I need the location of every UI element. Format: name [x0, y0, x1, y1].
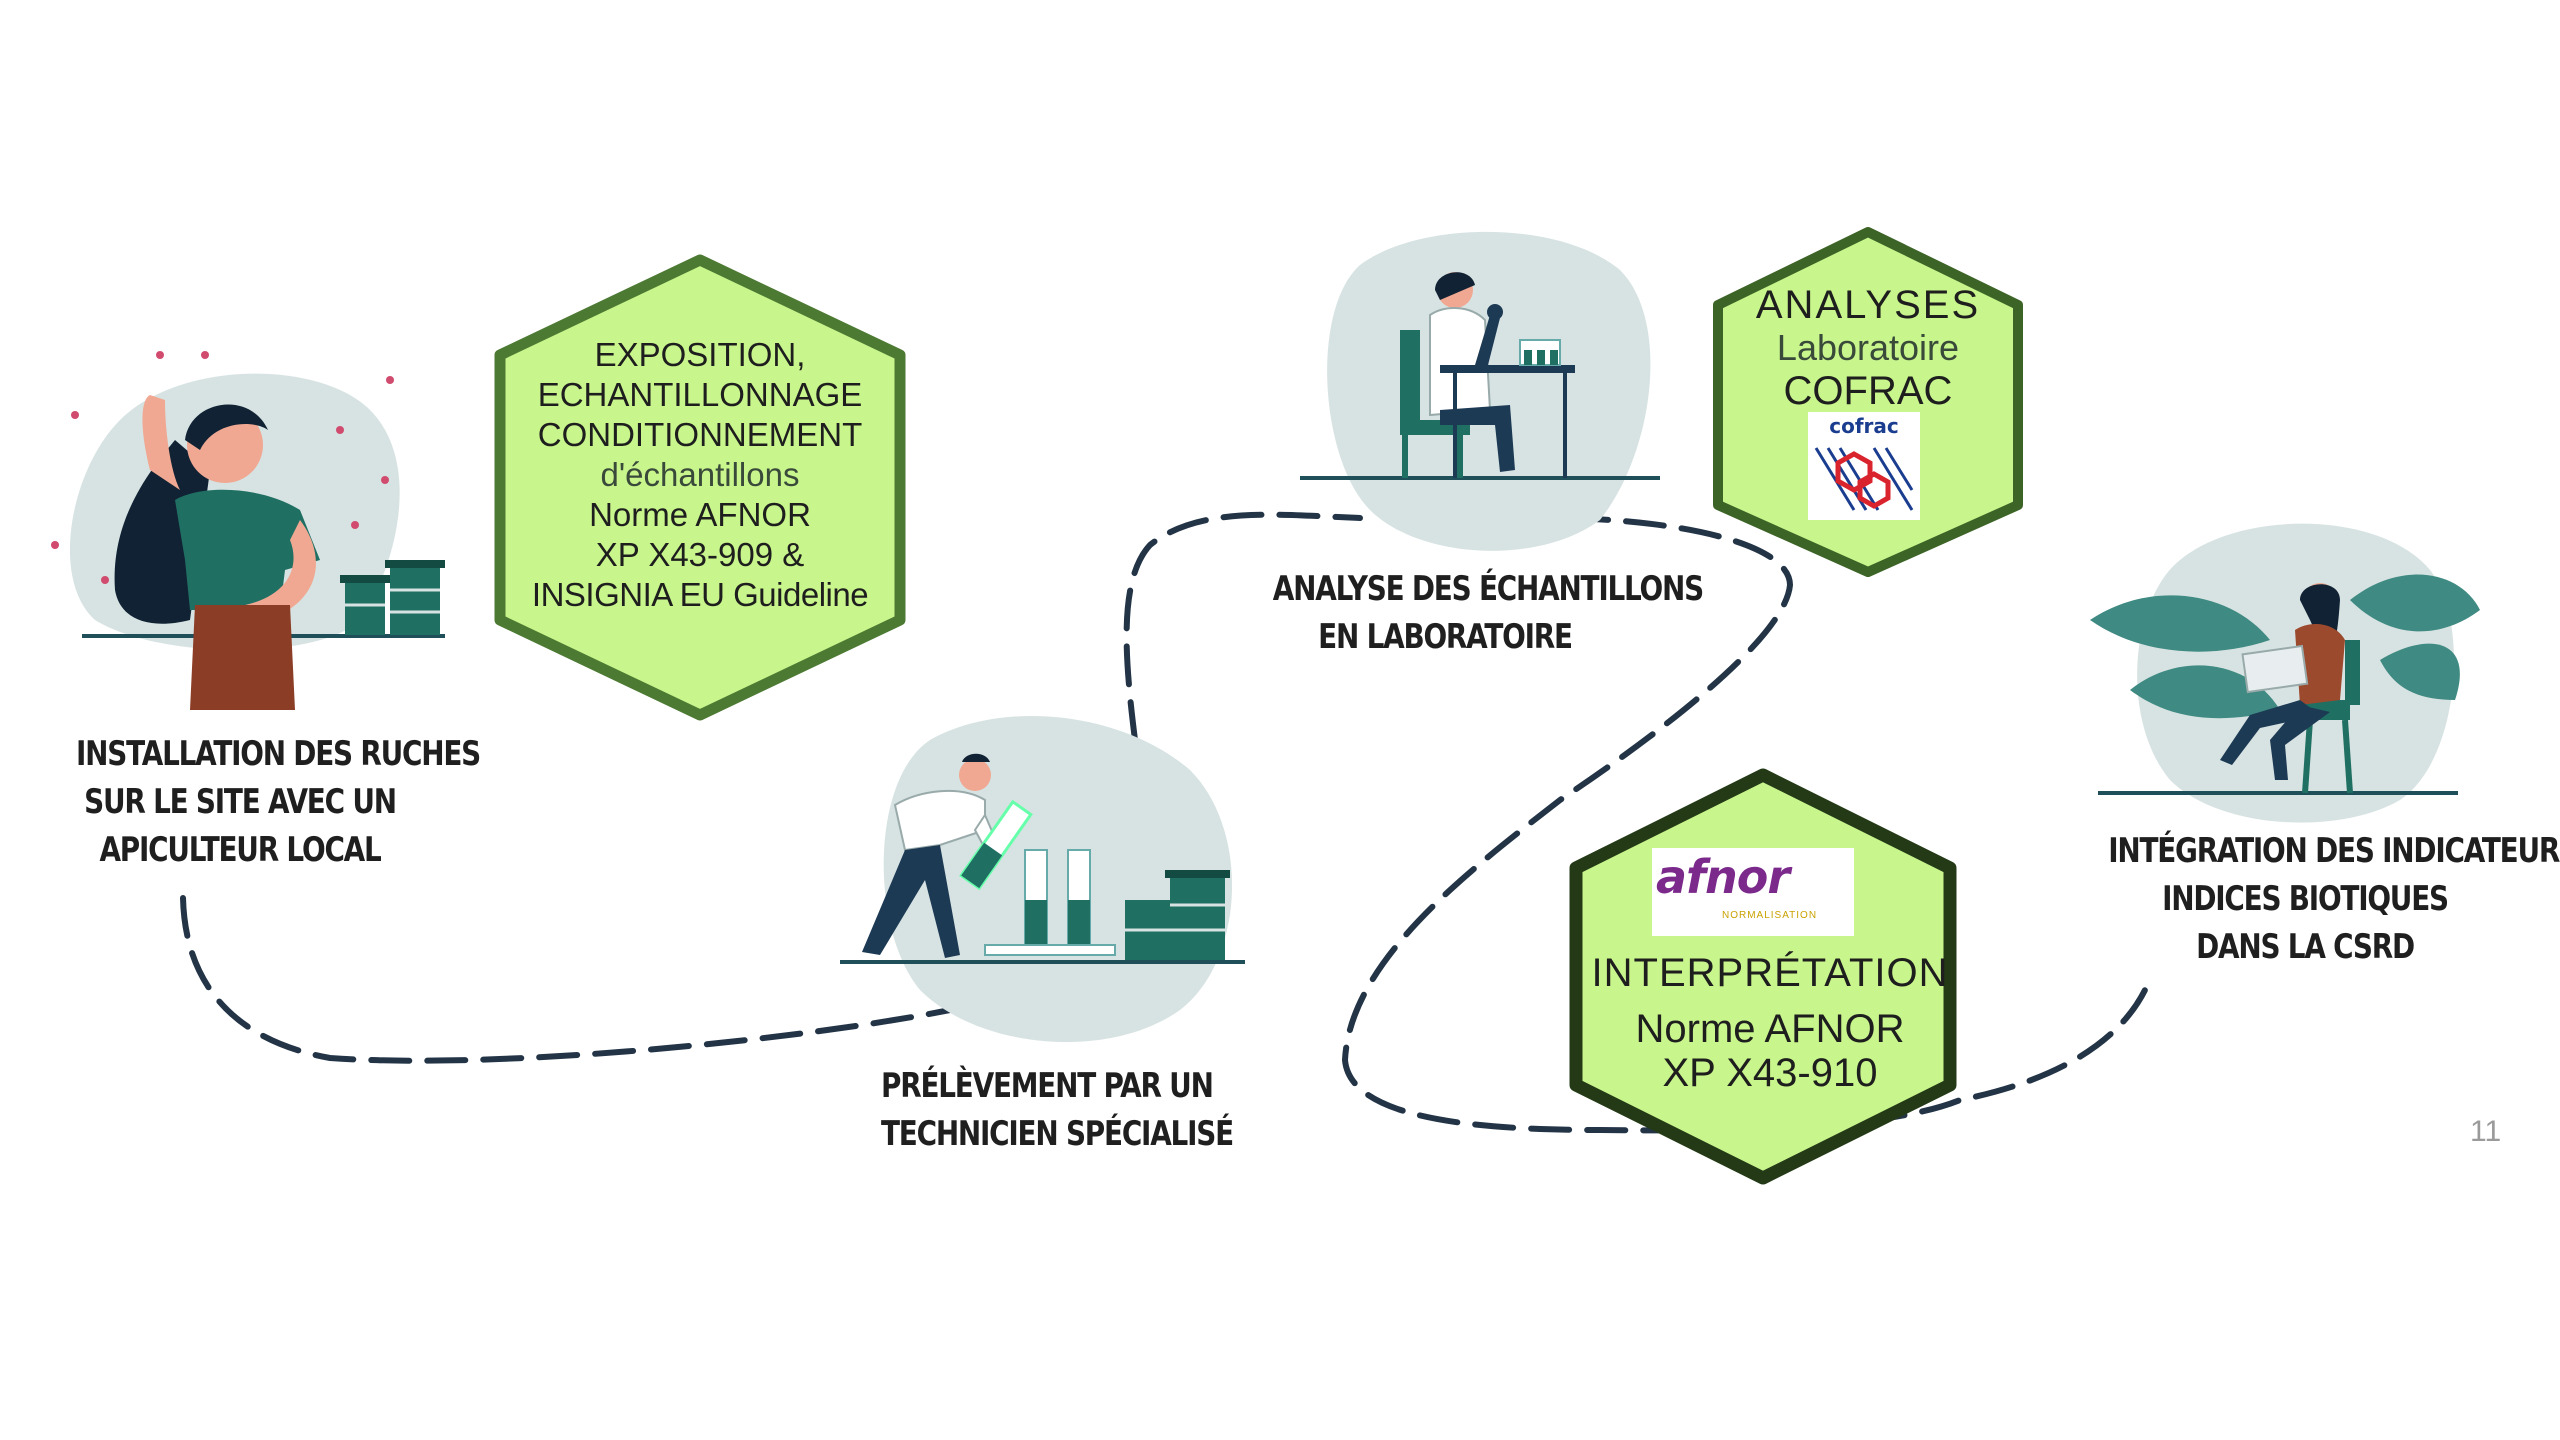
step-4-label: INTÉGRATION DES INDICATEURS ET INDICES B… — [2108, 831, 2560, 967]
beehives-icon — [340, 560, 445, 635]
beekeeper-illustration — [51, 351, 445, 710]
beehives-icon — [1125, 870, 1230, 960]
afnor-logo: afnor NORMALISATION — [1652, 848, 1854, 936]
cofrac-emblem-icon — [1814, 447, 1914, 511]
dashed-connector-path — [180, 511, 2148, 1134]
lab-analyst-illustration — [1300, 231, 1660, 551]
hexagon-analyses-text: ANALYSES Laboratoire COFRAC — [1755, 283, 1981, 413]
step-2-label: PRÉLÈVEMENT PAR UN TECHNICIEN SPÉCIALISÉ — [881, 1066, 1234, 1154]
step-3-label: ANALYSE DES ÉCHANTILLONS EN LABORATOIRE — [1272, 569, 1704, 657]
hexagon-exposition-text: EXPOSITION, ECHANTILLONNAGE CONDITIONNEM… — [531, 336, 869, 613]
cofrac-logo: cofrac — [1808, 412, 1920, 520]
page-number: 11 — [2470, 1115, 2502, 1148]
hexagon-analyses — [1713, 227, 2023, 577]
step-1-label: INSTALLATION DES RUCHES SUR LE SITE AVEC… — [76, 734, 481, 870]
technician-illustration — [840, 716, 1245, 1043]
hexagon-exposition — [494, 254, 906, 721]
hexagon-interpretation-text: INTERPRÉTATION Norme AFNOR XP X43-910 — [1591, 951, 1949, 1095]
integration-illustration — [2090, 523, 2480, 823]
